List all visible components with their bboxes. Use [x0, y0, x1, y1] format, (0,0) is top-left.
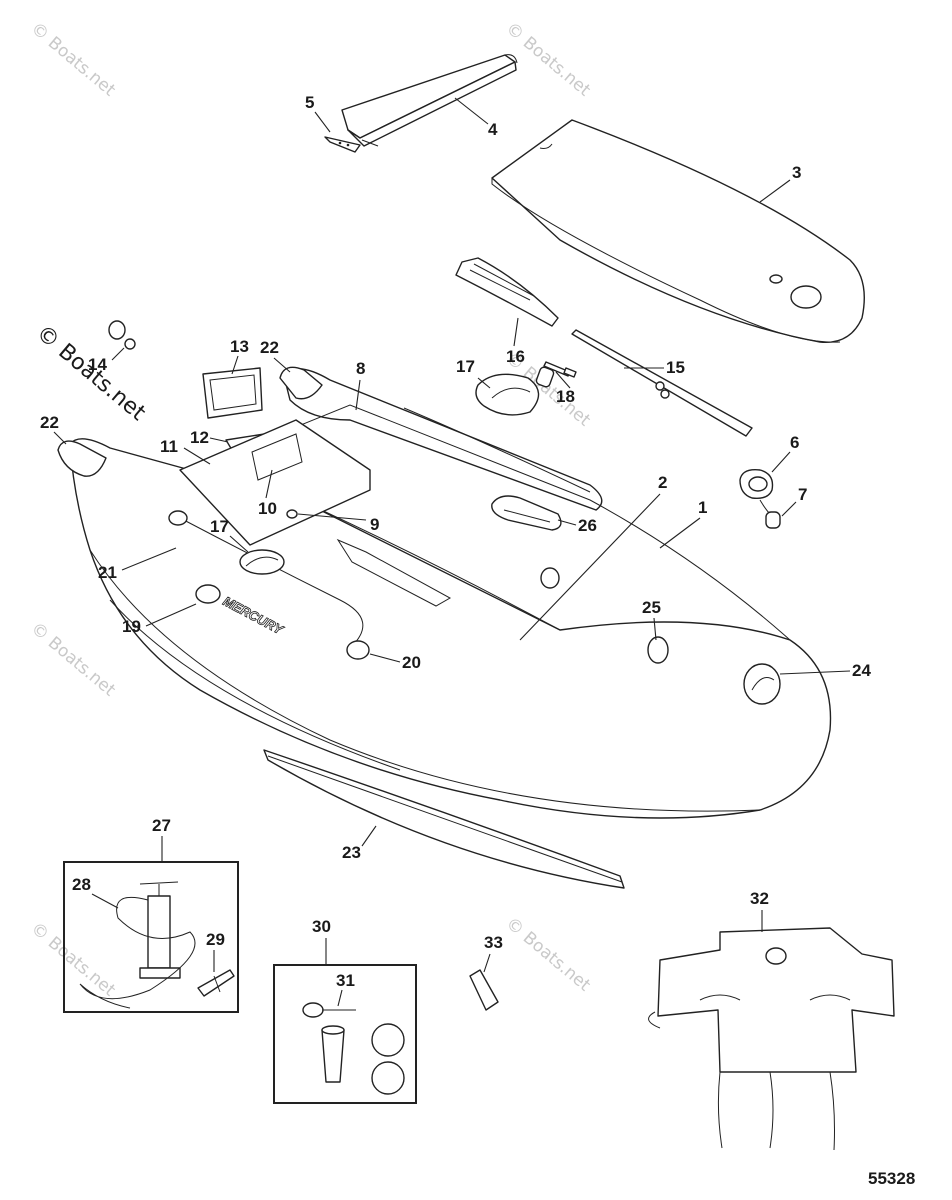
glue-tube-part-33: [469, 969, 499, 1011]
callout-label: 13: [230, 337, 249, 356]
callout-label: 27: [152, 816, 171, 835]
callout-label: 31: [336, 971, 355, 990]
watermark: © Boats.net: [27, 619, 120, 701]
callout-label: 18: [556, 387, 575, 406]
callout-label: 20: [402, 653, 421, 672]
callout-label: 2: [658, 473, 667, 492]
callout-label: 10: [258, 499, 277, 518]
callout-label: 26: [578, 516, 597, 535]
seat-board-part-4: [341, 54, 518, 147]
callout-label: 32: [750, 889, 769, 908]
callout-label: 24: [852, 661, 871, 680]
callout-label: 8: [356, 359, 365, 378]
bracket-part-5: [324, 136, 379, 153]
figure-number: 55328: [868, 1169, 915, 1188]
callout-label: 9: [370, 515, 379, 534]
callout-label: 16: [506, 347, 525, 366]
pump-kit-part-27: [63, 861, 239, 1013]
callouts: 1 2 3 4 5 6 7 8 9 10 11 12 13 14 15 16 1: [40, 93, 871, 1007]
callout-label: 30: [312, 917, 331, 936]
floor-board-part-3: [491, 119, 865, 343]
watermark: © Boats.net: [27, 919, 120, 1001]
callout-label: 23: [342, 843, 361, 862]
callout-label: 29: [206, 930, 225, 949]
callout-label: 25: [642, 598, 661, 617]
callout-label: 6: [790, 433, 799, 452]
cap-part-7: [759, 499, 781, 529]
handle-part-17: [475, 373, 540, 416]
valve-parts-part-14: [108, 320, 136, 350]
valve-part-6: [739, 469, 774, 500]
boat-hull-part-1: MERCURY: [57, 366, 832, 819]
callout-label: 15: [666, 358, 685, 377]
callout-label: 7: [798, 485, 807, 504]
callout-label: 11: [160, 437, 178, 456]
repair-kit-part-30: [273, 964, 417, 1104]
keel-strip-part-23: [263, 749, 625, 889]
callout-label: 28: [72, 875, 91, 894]
oar-parts-part-18: [535, 361, 577, 388]
callout-label: 17: [210, 517, 229, 536]
watermark: © Boats.net: [27, 19, 120, 101]
oar-part-16: [455, 257, 559, 327]
callout-label: 19: [122, 617, 141, 636]
oar-shaft-part-15: [571, 329, 753, 437]
callout-label: 5: [305, 93, 314, 112]
callout-label: 12: [190, 428, 209, 447]
callout-label: 14: [88, 355, 107, 374]
callout-label: 33: [484, 933, 503, 952]
transom-plate-part-13: [202, 367, 263, 419]
callout-label: 21: [98, 563, 117, 582]
callout-label: 3: [792, 163, 801, 182]
callout-label: 22: [40, 413, 59, 432]
callout-label: 4: [488, 120, 498, 139]
callout-label: 22: [260, 338, 279, 357]
callout-label: 17: [456, 357, 475, 376]
callout-label: 1: [698, 498, 707, 517]
cover-part-32: [648, 927, 895, 1151]
watermark: © Boats.net: [502, 914, 595, 996]
